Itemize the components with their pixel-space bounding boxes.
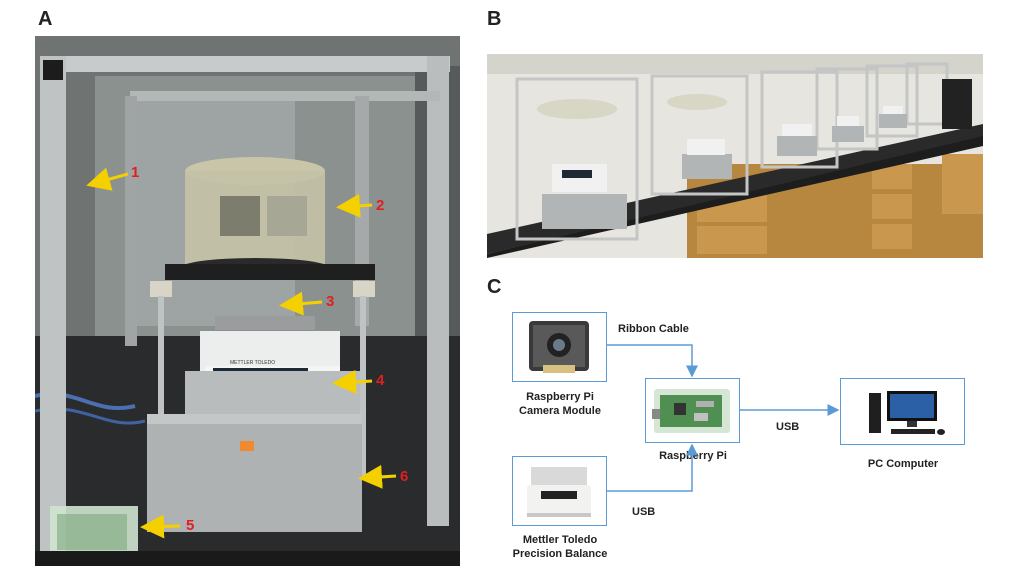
annotation-6: 6: [400, 468, 409, 485]
ribbon-cable-connector: [607, 344, 698, 378]
arrow-4: [332, 369, 373, 394]
camera-module-label-line2: Camera Module: [519, 405, 601, 417]
pc-computer-label: PC Computer: [867, 458, 939, 470]
panel-letter-b: B: [487, 8, 502, 30]
pc-computer-box: [840, 378, 965, 445]
balance-brand-text: METTLER TOLEDO: [230, 360, 275, 366]
ribbon-cable-label: Ribbon Cable: [618, 323, 689, 335]
annotation-4: 4: [376, 372, 385, 389]
camera-module-box: [512, 312, 607, 382]
panel-letter-a: A: [38, 8, 53, 30]
precision-balance-box: [512, 456, 607, 526]
arrow-3: [279, 291, 323, 316]
annotation-5: 5: [186, 517, 195, 534]
annotation-1: 1: [131, 164, 140, 181]
arrow-2: [336, 193, 373, 218]
balance-usb-connector: [607, 443, 698, 492]
raspberry-pi-label: Raspberry Pi: [659, 450, 727, 462]
usb-label-balance: USB: [632, 506, 656, 518]
raspberry-pi-box: [645, 378, 740, 443]
annotation-2: 2: [376, 197, 385, 214]
photo-lab-bench: [487, 54, 983, 258]
camera-module-label-line1: Raspberry Pi: [526, 391, 594, 403]
precision-balance-label-line2: Precision Balance: [512, 548, 608, 560]
arrow-6: [358, 464, 397, 489]
annotation-3: 3: [326, 293, 335, 310]
arrow-1: [86, 167, 129, 191]
panel-letter-c: C: [487, 276, 502, 298]
arrow-5: [140, 514, 181, 539]
usb-label-pc: USB: [776, 421, 800, 433]
precision-balance-label-line1: Mettler Toledo: [522, 534, 598, 546]
